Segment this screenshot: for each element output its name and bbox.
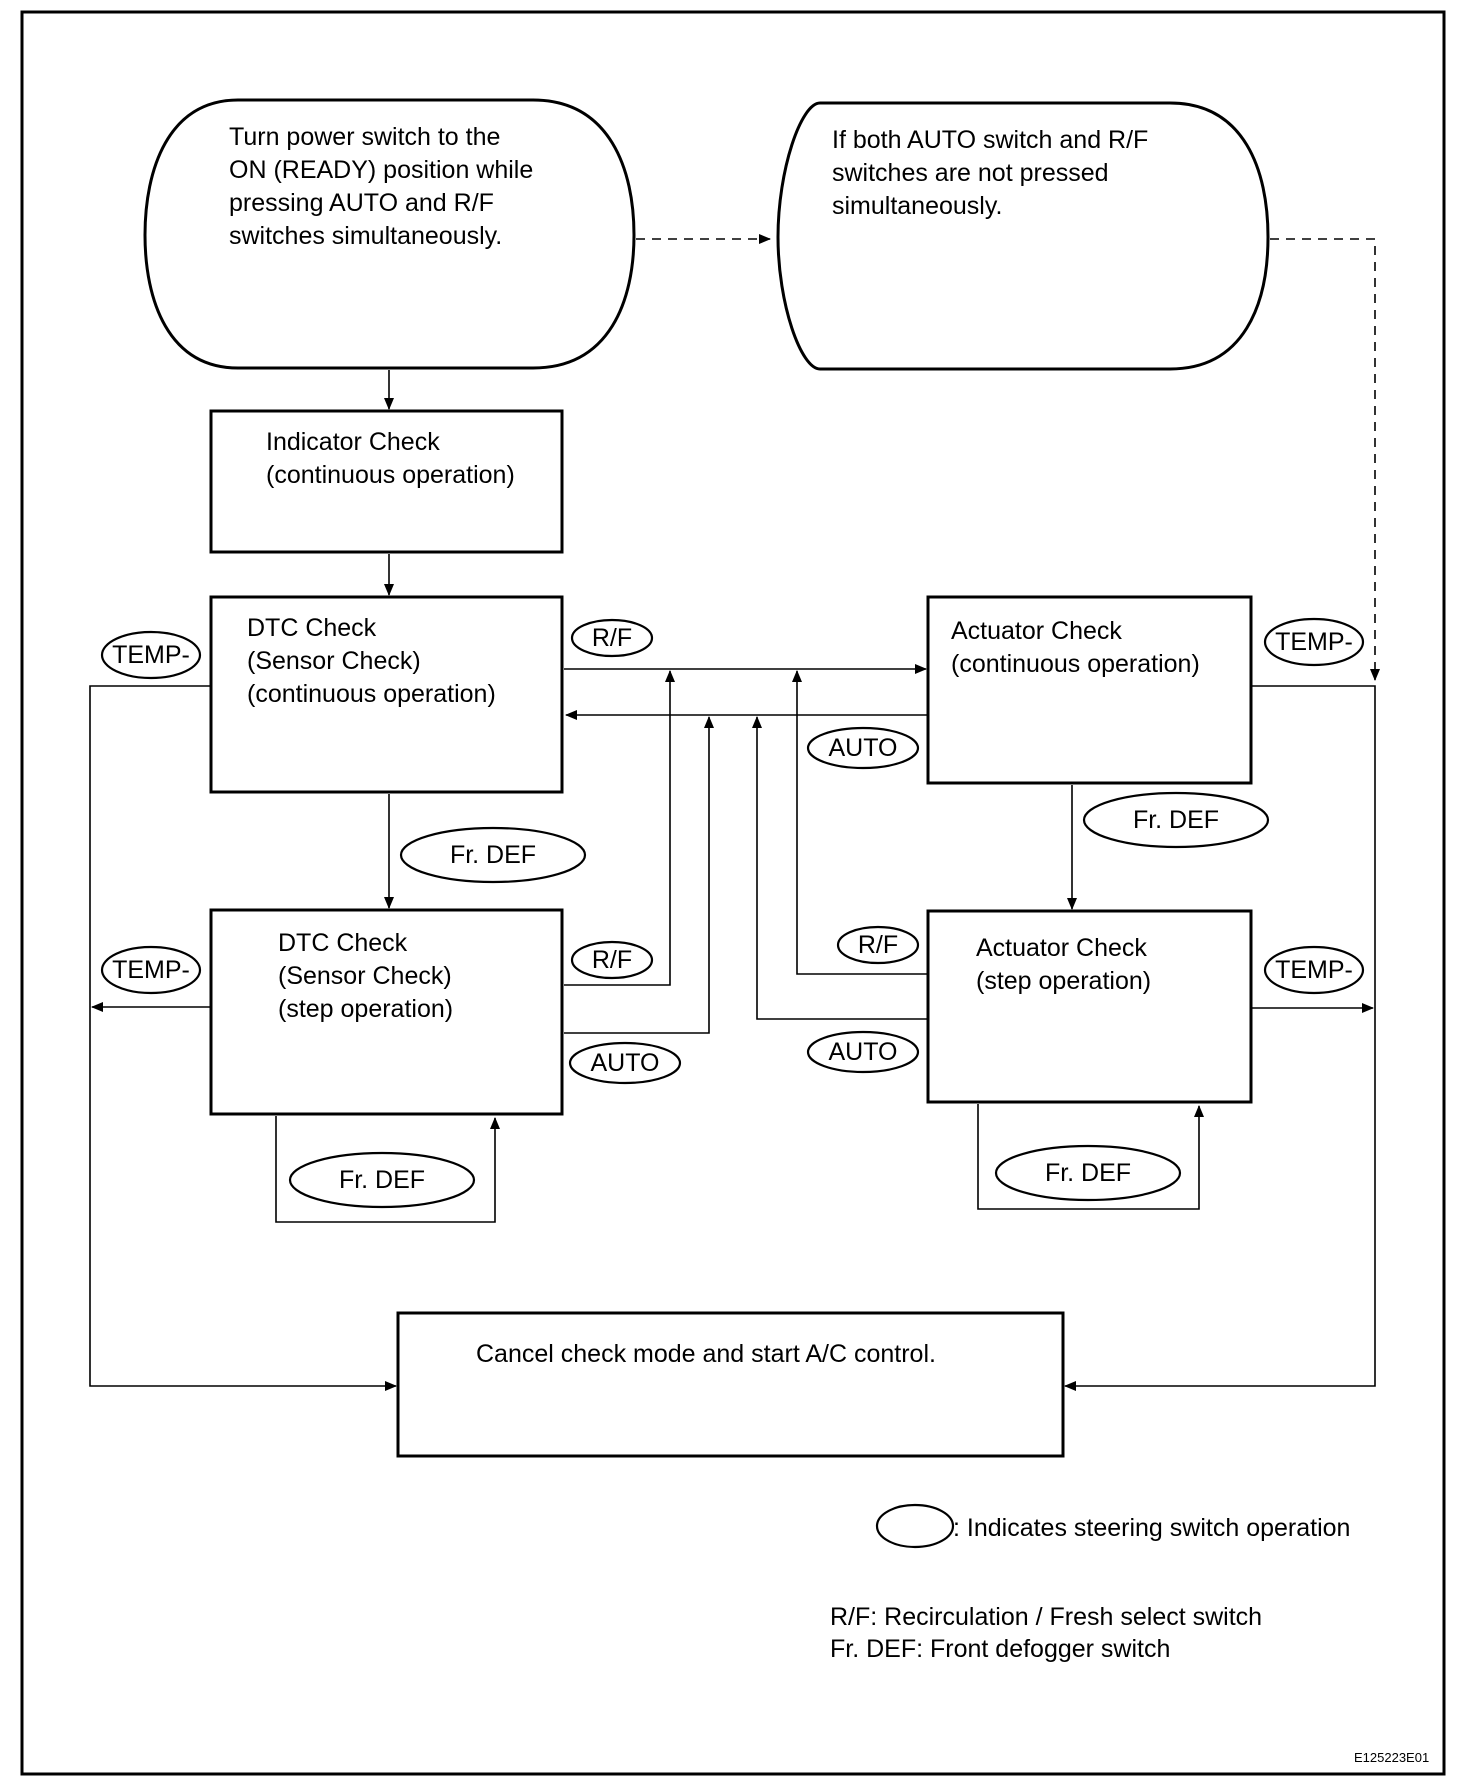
svg-text:AUTO: AUTO [829,734,898,762]
svg-text:TEMP-: TEMP- [1275,628,1353,656]
oval-auto-dtc-step: AUTO [568,1041,682,1085]
arrow-frdef-actuator-step-loop [977,1104,1204,1210]
svg-text:R/F: R/F [592,624,632,652]
actuator-check-step-text: Actuator Check (step operation) [976,934,1154,995]
oval-auto-actuator-step: AUTO [806,1030,920,1074]
start-condition-text: Turn power switch to the ON (READY) posi… [229,123,540,250]
indicator-check-text: Indicator Check (continuous operation) [266,428,515,489]
actuator-check-step-box [926,909,1253,1104]
svg-text:TEMP-: TEMP- [1275,956,1353,984]
oval-frdef-dtc-step-loop: Fr. DEF [288,1151,476,1209]
svg-text:Fr. DEF: Fr. DEF [450,841,536,869]
start-condition-box [143,98,636,370]
arrow-auto-actuator-step-up [752,716,928,1020]
oval-frdef-actuator: Fr. DEF [1082,791,1270,849]
oval-rf-dtc-step: R/F [570,940,654,980]
svg-text:TEMP-: TEMP- [112,956,190,984]
cancel-check-mode-box [396,1311,1065,1458]
indicator-check-box [209,409,564,554]
svg-text:Fr. DEF: Fr. DEF [1133,806,1219,834]
oval-temp-actuator-continuous: TEMP- [1263,617,1365,667]
svg-text:TEMP-: TEMP- [112,641,190,669]
oval-temp-actuator-step: TEMP- [1263,945,1365,995]
svg-text:Fr. DEF: Fr. DEF [1045,1159,1131,1187]
arrow-rf-actuator-step-up [792,670,928,975]
oval-auto-top: AUTO [806,726,920,770]
arrow-auto-dtc-step-up [564,716,714,1034]
figure-id: E125223E01 [1354,1750,1429,1765]
dashed-arrow-alternative-to-side [1270,238,1380,681]
dtc-check-continuous-box [209,595,564,794]
oval-frdef-dtc: Fr. DEF [399,826,587,884]
actuator-check-continuous-text: Actuator Check (continuous operation) [951,617,1200,678]
dtc-check-step-text: DTC Check (Sensor Check) (step operation… [278,929,459,1023]
svg-text:AUTO: AUTO [591,1049,660,1077]
alternative-condition-box [776,101,1270,371]
svg-text:R/F: R/F [592,946,632,974]
dtc-check-continuous-text: DTC Check (Sensor Check) (continuous ope… [247,614,496,708]
oval-rf-top: R/F [570,618,654,658]
dtc-check-step-box [209,908,564,1116]
oval-frdef-actuator-step-loop: Fr. DEF [994,1144,1182,1202]
alternative-condition-text: If both AUTO switch and R/F switches are… [832,126,1155,220]
legend-oval-symbol [875,1503,955,1549]
line-temp-dtc-continuous-left [89,685,397,1391]
svg-text:Fr. DEF: Fr. DEF [339,1166,425,1194]
line-temp-actuator-continuous-right [1064,685,1376,1391]
actuator-check-continuous-box [926,595,1253,785]
oval-temp-dtc-continuous: TEMP- [100,630,202,680]
svg-text:AUTO: AUTO [829,1038,898,1066]
cancel-check-mode-text: Cancel check mode and start A/C control. [476,1340,936,1368]
svg-text:R/F: R/F [858,931,898,959]
legend-frdef-definition: Fr. DEF: Front defogger switch [830,1635,1170,1663]
outer-frame [20,10,1446,1776]
oval-rf-actuator-step: R/F [836,925,920,965]
arrow-frdef-dtc-step-loop [275,1116,500,1223]
legend-oval-text: : Indicates steering switch operation [953,1514,1350,1542]
oval-temp-dtc-step: TEMP- [100,945,202,995]
arrow-rf-dtc-step-up [564,670,675,986]
legend-rf-definition: R/F: Recirculation / Fresh select switch [830,1603,1262,1631]
